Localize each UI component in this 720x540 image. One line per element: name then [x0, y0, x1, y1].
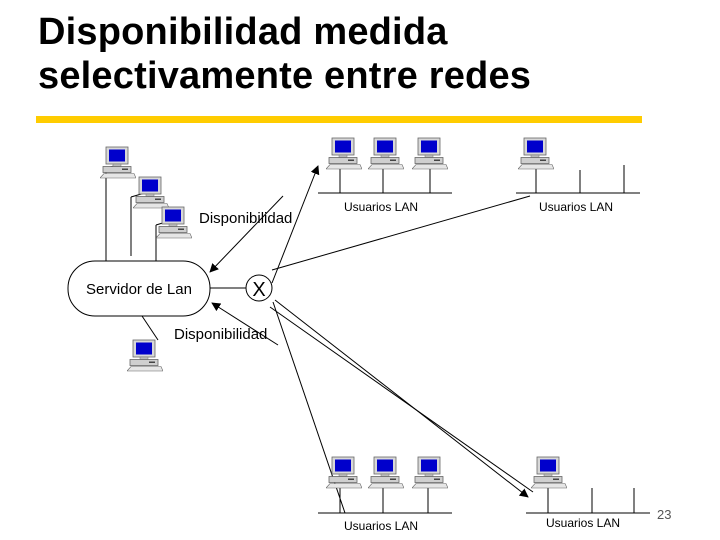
lan-bus-bottom-left	[318, 484, 452, 514]
availability-arrow-to-top-lan	[271, 165, 320, 284]
lan-label-bottom-right: Usuarios LAN	[546, 516, 620, 530]
lan-bus-top-right	[516, 165, 640, 194]
lan-bus-top-left	[318, 165, 452, 194]
server-label: Servidor de Lan	[86, 281, 192, 298]
availability-arrow-to-server	[211, 302, 279, 346]
title-line-2: selectivamente entre redes	[38, 55, 532, 97]
title-line-1: Disponibilidad medida	[38, 11, 448, 53]
link-to-top-right-lan	[271, 195, 531, 271]
blocked-marker-label: X	[252, 279, 265, 301]
link-to-bottom-right-lan-1	[274, 299, 529, 498]
computer-icon	[368, 456, 404, 489]
computer-icon	[412, 137, 448, 170]
computer-icon	[412, 456, 448, 489]
link-to-bottom-right-lan-2	[269, 306, 534, 493]
computer-icon	[100, 146, 136, 179]
computer-icon	[531, 456, 567, 489]
title-underline-bar	[36, 116, 642, 123]
computer-icon	[156, 206, 192, 239]
blocked-connection-marker	[245, 274, 273, 302]
computer-icon	[326, 137, 362, 170]
availability-label-bottom: Disponibilidad	[174, 326, 267, 343]
computer-icon	[518, 137, 554, 170]
availability-label-top: Disponibilidad	[199, 210, 292, 227]
lan-bus-bottom-right	[526, 484, 650, 514]
slide-title: Disponibilidad medida selectivamente ent…	[38, 10, 678, 98]
lan-label-top-right: Usuarios LAN	[539, 200, 613, 214]
computer-icon	[368, 137, 404, 170]
lan-label-top-left: Usuarios LAN	[344, 200, 418, 214]
computer-icon	[133, 176, 169, 209]
page-number: 23	[657, 507, 672, 522]
availability-arrow-to-left-pcs	[209, 195, 284, 273]
lan-label-bottom-left: Usuarios LAN	[344, 519, 418, 533]
computer-icon	[127, 339, 163, 372]
